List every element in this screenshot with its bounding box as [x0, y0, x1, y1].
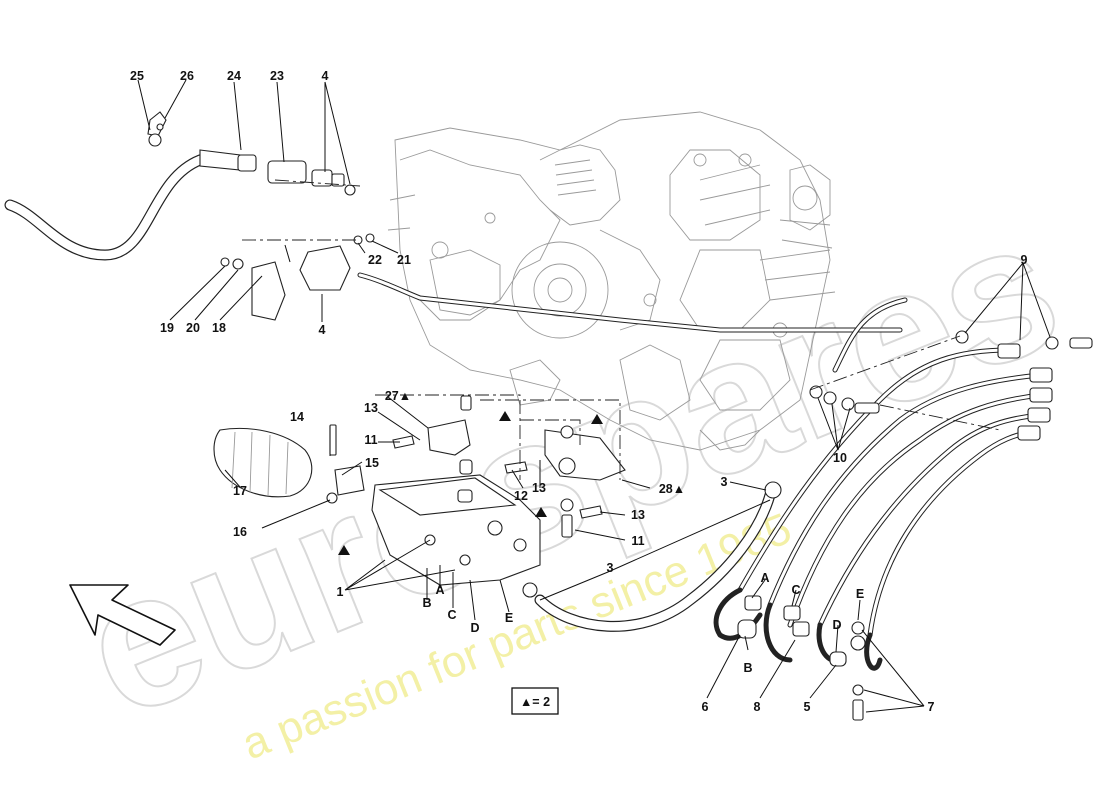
- pipe-label-c: C: [791, 583, 800, 597]
- callout-26: 26: [180, 69, 194, 83]
- callout-15: 15: [365, 456, 379, 470]
- callout-1: 1: [337, 585, 344, 599]
- front-direction-arrow: [69, 584, 176, 646]
- triangle-marker: [535, 507, 547, 517]
- triangle-marker: [499, 411, 511, 421]
- callout-20: 20: [186, 321, 200, 335]
- callout-11-upper: 11: [364, 433, 377, 447]
- direction-arrow: [69, 584, 176, 646]
- mounting-brackets: [375, 394, 626, 538]
- callout-13-upper: 13: [364, 401, 378, 415]
- legend-box: [511, 687, 559, 715]
- callout-12: 12: [514, 489, 528, 503]
- port-label-b: B: [422, 596, 431, 610]
- pipe-fittings: [737, 595, 866, 721]
- port-label-c: C: [447, 608, 456, 622]
- gearbox-housing: [387, 111, 836, 451]
- callout-10: 10: [833, 451, 847, 465]
- legend-text: ▲= 2: [520, 695, 550, 709]
- callout-18: 18: [212, 321, 226, 335]
- return-hose: [522, 481, 782, 632]
- quantity-legend: ▲= 2: [511, 687, 559, 715]
- callout-23: 23: [270, 69, 284, 83]
- callout-4-bracket: 4: [319, 323, 326, 337]
- callout-17: 17: [233, 484, 247, 498]
- pipe-label-e: E: [856, 587, 864, 601]
- triangle-marker: [338, 545, 350, 555]
- callout-4-top: 4: [322, 69, 329, 83]
- hydraulic-pipes: [713, 297, 1093, 671]
- actuator-valve-block: [213, 395, 541, 586]
- callout-9: 9: [1021, 253, 1028, 267]
- pipe-label-a: A: [760, 571, 769, 585]
- port-label-a: A: [435, 583, 444, 597]
- callout-22: 22: [368, 253, 382, 267]
- callout-27: 27▲: [385, 389, 411, 403]
- callout-7: 7: [928, 700, 935, 714]
- triangle-markers: [338, 411, 603, 555]
- vent-hose-assembly: [4, 111, 356, 261]
- callout-11-lower: 11: [631, 534, 644, 548]
- pipe-label-b: B: [743, 661, 752, 675]
- callout-24: 24: [227, 69, 241, 83]
- callout-16: 16: [233, 525, 247, 539]
- leader-lines: [137, 79, 1051, 713]
- callout-3-upper: 3: [721, 475, 728, 489]
- callout-6: 6: [702, 700, 709, 714]
- callout-3-lower: 3: [607, 561, 614, 575]
- port-label-e: E: [505, 611, 513, 625]
- callout-28: 28▲: [659, 482, 685, 496]
- callout-14: 14: [290, 410, 304, 424]
- callout-13-lower: 13: [631, 508, 645, 522]
- callout-21: 21: [397, 253, 411, 267]
- callout-25: 25: [130, 69, 144, 83]
- callout-8: 8: [754, 700, 761, 714]
- triangle-marker: [591, 414, 603, 424]
- pipe-bracket: [220, 179, 903, 333]
- callout-19: 19: [160, 321, 174, 335]
- port-label-d: D: [470, 621, 479, 635]
- callout-13-middle: 13: [532, 481, 546, 495]
- callout-labels: 25 26 24 23 4 22 21 19 20 18 4 9 10 3 3 …: [130, 69, 1027, 714]
- callout-5: 5: [804, 700, 811, 714]
- pipe-label-d: D: [832, 618, 841, 632]
